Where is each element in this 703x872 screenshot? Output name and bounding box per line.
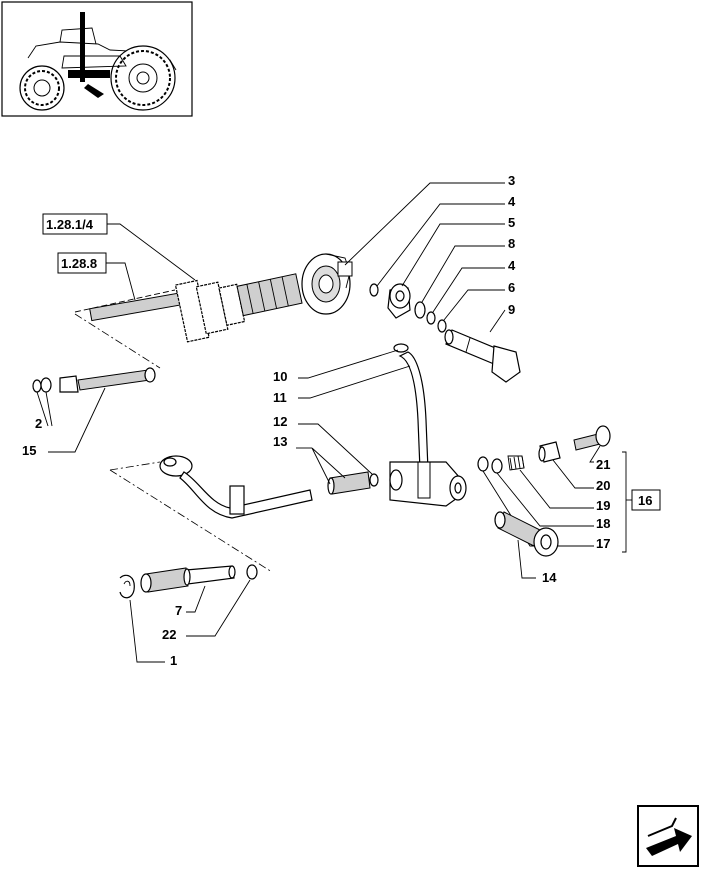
washer-18 bbox=[491, 458, 503, 474]
pin-21 bbox=[573, 425, 611, 451]
callout-10: 10 bbox=[273, 369, 287, 384]
callout-1: 1 bbox=[170, 653, 177, 668]
callout-4b: 4 bbox=[508, 258, 516, 273]
o-ring-12 bbox=[369, 473, 379, 487]
small-fitting bbox=[32, 367, 156, 393]
ref-box-2[interactable]: 1.28.8 bbox=[57, 252, 107, 274]
callout-16-box: 16 bbox=[631, 489, 661, 511]
ref-label-1: 1.28.1/4 bbox=[46, 217, 94, 232]
circlip-17 bbox=[477, 456, 489, 472]
callout-2: 2 bbox=[35, 416, 42, 431]
tee-block bbox=[389, 461, 467, 507]
banjo-fitting bbox=[387, 283, 411, 319]
callout-18: 18 bbox=[596, 516, 610, 531]
callout-21: 21 bbox=[596, 457, 610, 472]
lower-valve-assembly bbox=[119, 564, 258, 599]
gear-shaft-assembly bbox=[74, 273, 303, 343]
seal-6 bbox=[437, 319, 447, 333]
callout-13: 13 bbox=[273, 434, 287, 449]
callout-7: 7 bbox=[175, 603, 182, 618]
callout-16: 16 bbox=[638, 493, 652, 508]
callout-15: 15 bbox=[22, 443, 36, 458]
ref-label-2: 1.28.8 bbox=[61, 256, 97, 271]
lube-pipe bbox=[159, 455, 371, 519]
callout-12: 12 bbox=[273, 414, 287, 429]
tractor-thumbnail[interactable] bbox=[1, 1, 193, 117]
next-page-arrow-icon[interactable] bbox=[637, 805, 699, 867]
ref-box-1[interactable]: 1.28.1/4 bbox=[42, 213, 108, 235]
callout-6: 6 bbox=[508, 280, 515, 295]
callout-19: 19 bbox=[596, 498, 610, 513]
valve-plug-20 bbox=[538, 441, 561, 463]
callout-22: 22 bbox=[162, 627, 176, 642]
washer-8 bbox=[414, 301, 426, 319]
fitting-14 bbox=[494, 511, 559, 557]
callout-20: 20 bbox=[596, 478, 610, 493]
callout-17: 17 bbox=[596, 536, 610, 551]
callout-14: 14 bbox=[542, 570, 557, 585]
callout-11: 11 bbox=[273, 390, 287, 405]
o-ring-lower bbox=[426, 311, 436, 325]
callout-5: 5 bbox=[508, 215, 515, 230]
callout-4a: 4 bbox=[508, 194, 516, 209]
o-ring-upper bbox=[369, 283, 379, 297]
callout-9: 9 bbox=[508, 302, 515, 317]
callout-3: 3 bbox=[508, 173, 515, 188]
vertical-pipe bbox=[398, 351, 429, 471]
bearing-collar bbox=[301, 253, 353, 315]
banjo-bolt bbox=[444, 329, 521, 383]
callout-8: 8 bbox=[508, 236, 515, 251]
